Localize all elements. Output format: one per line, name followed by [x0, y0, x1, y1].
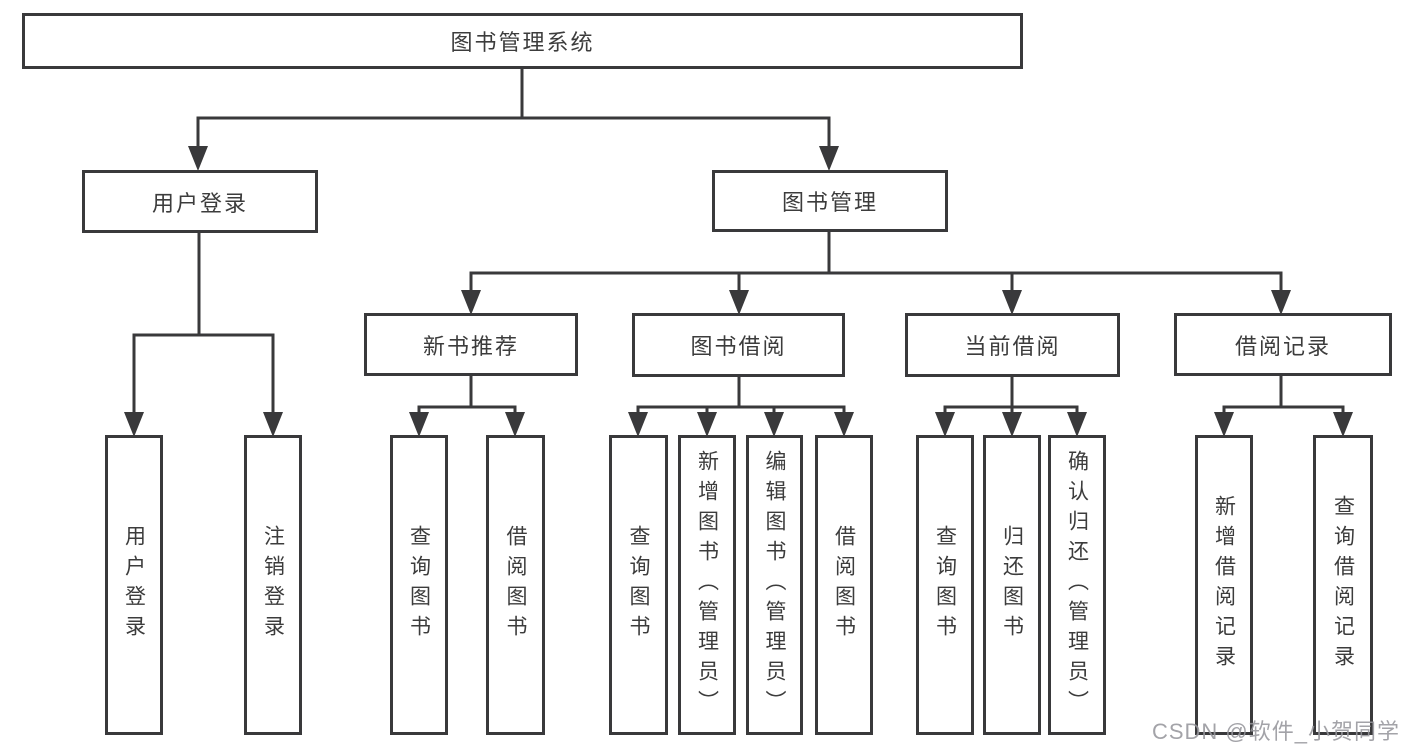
node-label: 借阅图书: [504, 525, 527, 645]
arrowhead: [263, 412, 283, 437]
node-leaf-query-borrow-record: 查询借阅记录: [1313, 435, 1373, 735]
node-leaf-query-books-borrow: 查询图书: [609, 435, 668, 735]
arrowhead: [819, 146, 839, 171]
node-label: 编辑图书（管理员）: [763, 450, 786, 720]
arrowhead: [834, 412, 854, 437]
node-leaf-add-borrow-record: 新增借阅记录: [1195, 435, 1253, 735]
node-label: 确认归还（管理员）: [1065, 450, 1089, 720]
node-leaf-query-books-current: 查询图书: [916, 435, 974, 735]
arrowhead: [124, 412, 144, 437]
arrowhead: [1271, 290, 1291, 315]
node-label: 图书管理: [781, 190, 878, 215]
node-label: 查询图书: [407, 525, 431, 645]
arrowhead: [1214, 412, 1234, 437]
node-book-borrowing: 图书借阅: [632, 313, 845, 377]
node-label: 查询图书: [627, 525, 650, 645]
node-user-login: 用户登录: [82, 170, 318, 233]
arrowhead: [628, 412, 648, 437]
node-borrowing-records: 借阅记录: [1174, 313, 1392, 376]
node-leaf-borrow-books: 借阅图书: [815, 435, 873, 735]
node-label: 当前借阅: [964, 334, 1061, 359]
node-leaf-return-books: 归还图书: [983, 435, 1041, 735]
node-label: 用户登录: [151, 190, 248, 216]
node-label: 归还图书: [1000, 525, 1024, 645]
arrowhead: [461, 290, 481, 315]
node-book-management: 图书管理: [712, 170, 948, 232]
arrowhead: [697, 412, 717, 437]
node-leaf-add-books-admin: 新增图书（管理员）: [678, 435, 736, 735]
node-leaf-query-books-rec: 查询图书: [390, 435, 448, 735]
node-current-borrowing: 当前借阅: [905, 313, 1120, 377]
node-label: 注销登录: [261, 525, 285, 645]
node-label: 查询图书: [933, 525, 957, 645]
node-label: 新增图书（管理员）: [695, 450, 719, 720]
csdn-watermark: CSDN @软件_小贺同学: [1151, 719, 1400, 744]
node-library-system: 图书管理系统: [22, 13, 1023, 69]
arrowhead: [1002, 290, 1022, 315]
node-label: 借阅图书: [832, 525, 856, 645]
arrowhead: [1002, 412, 1022, 437]
node-label: 图书借阅: [690, 334, 787, 359]
arrowhead: [409, 412, 429, 437]
node-label: 借阅记录: [1234, 333, 1331, 359]
node-leaf-confirm-return-admin: 确认归还（管理员）: [1048, 435, 1106, 735]
node-label: 图书管理系统: [450, 30, 595, 55]
arrowhead: [1333, 412, 1353, 437]
node-label: 新书推荐: [422, 333, 519, 359]
node-leaf-borrow-books-rec: 借阅图书: [486, 435, 545, 735]
node-leaf-edit-books-admin: 编辑图书（管理员）: [746, 435, 803, 735]
node-leaf-user-login: 用户登录: [105, 435, 163, 735]
arrowhead: [764, 412, 784, 437]
arrowheads: [124, 146, 1353, 437]
arrowhead: [935, 412, 955, 437]
arrowhead: [1067, 412, 1087, 437]
node-new-book-recommend: 新书推荐: [364, 313, 578, 376]
arrowhead: [729, 290, 749, 315]
arrowhead: [505, 412, 525, 437]
node-label: 用户登录: [122, 525, 146, 645]
node-label: 新增借阅记录: [1212, 495, 1236, 675]
arrowhead: [188, 146, 208, 171]
node-leaf-logout: 注销登录: [244, 435, 302, 735]
node-label: 查询借阅记录: [1331, 495, 1355, 675]
